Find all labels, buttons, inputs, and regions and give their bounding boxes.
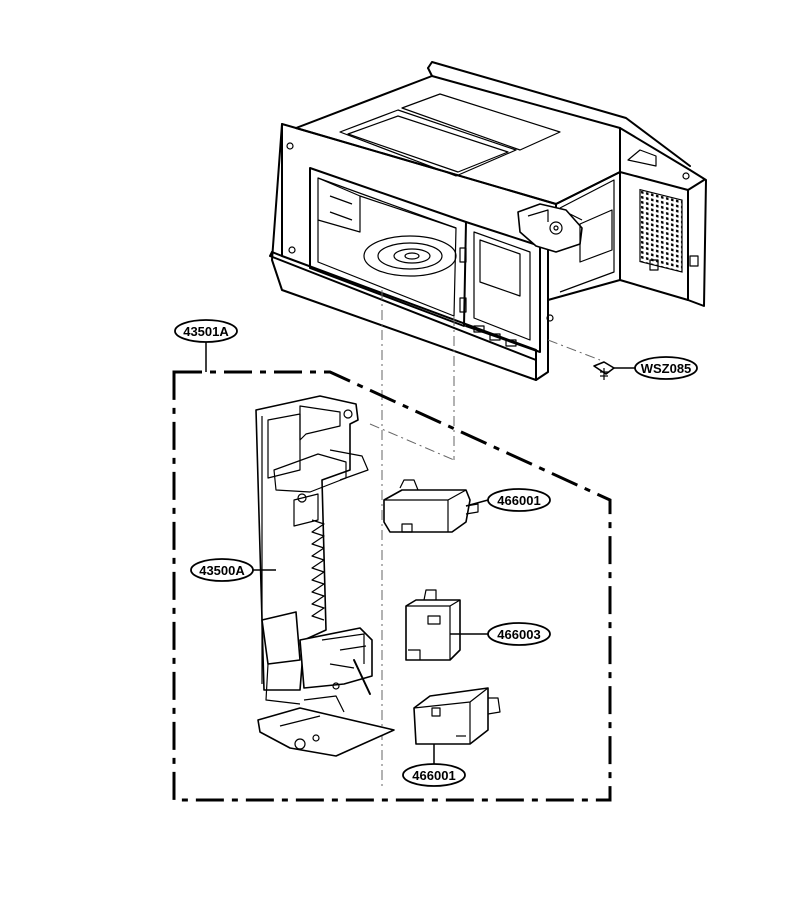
callout-screw: WSZ085 [634,356,698,380]
micro-switch-middle [405,589,461,661]
micro-switch-top [383,479,479,533]
callout-screw-label: WSZ085 [641,361,692,376]
leader-lines [205,342,636,764]
micro-switch-bottom [413,687,501,745]
callout-switch-top-label: 466001 [497,493,540,508]
callout-assembly: 43501A [174,319,238,343]
projection-lines [369,290,601,790]
callout-assembly-label: 43501A [183,324,229,339]
callout-switch-middle: 466003 [487,622,551,646]
callout-switch-top: 466001 [487,488,551,512]
callout-switch-middle-label: 466003 [497,627,540,642]
callout-latch-board: 43500A [190,558,254,582]
callout-switch-bottom-label: 466001 [412,768,455,783]
callout-switch-bottom: 466001 [402,763,466,787]
microwave-cavity [269,61,707,381]
screw-part [593,361,615,380]
callout-latch-board-label: 43500A [199,563,245,578]
assembly-boundary [172,370,612,802]
latch-board [255,395,395,757]
